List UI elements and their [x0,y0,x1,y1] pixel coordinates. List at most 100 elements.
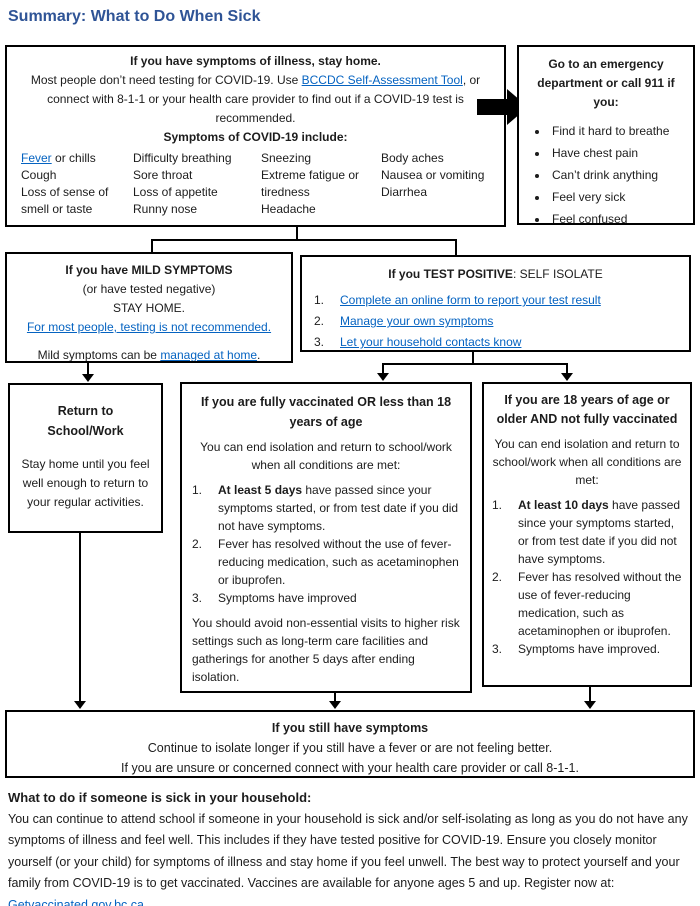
emergency-bullet-list: Find it hard to breathe Have chest pain … [527,122,685,223]
still-symptoms-box: If you still have symptoms Continue to i… [5,710,695,778]
symptoms-list-heading: Symptoms of COVID-19 include: [163,130,348,144]
connector-line [151,239,153,252]
list-item: 2. Fever has resolved without the use of… [492,570,682,638]
symptom-item: Difficulty breathing [133,151,232,165]
report-test-result-link[interactable]: Complete an online form to report your t… [340,293,601,307]
symptom-item: Cough [21,168,57,182]
connector-line [382,363,568,365]
not-fully-vaccinated-box: If you are 18 years of age or older AND … [482,382,692,687]
symptom-item: Extreme fatigue or tiredness [261,168,360,199]
flow-arrow-down-icon [329,701,341,709]
list-item: 3. Let your household contacts know [314,332,677,350]
list-number: 1. [492,498,503,512]
connector-line [296,227,298,241]
list-item: 2. Fever has resolved without the use of… [192,537,459,587]
test-positive-box: If you TEST POSITIVE: SELF ISOLATE 1. Co… [300,255,691,352]
symptoms-box-heading: If you have symptoms of illness, stay ho… [130,54,381,68]
flow-arrow-down-icon [82,374,94,382]
symptoms-columns: Fever or chills Cough Loss of sense of s… [19,150,492,218]
connector-line [382,363,384,374]
symptom-item: Loss of appetite [133,185,218,199]
getvaccinated-line: Getvaccinated.gov.bc.ca [8,895,694,906]
emergency-box-heading: Go to an emergency department or call 91… [537,57,675,109]
symptoms-col-1: Fever or chills Cough Loss of sense of s… [21,150,133,218]
manage-symptoms-link[interactable]: Manage your own symptoms [340,314,494,328]
emergency-bullet: Can’t drink anything [549,166,685,184]
test-positive-heading: If you TEST POSITIVE: SELF ISOLATE [388,267,603,281]
flow-arrow-down-icon [74,701,86,709]
symptoms-col-4: Body aches Nausea or vomiting Diarrhea [381,150,492,218]
list-item: 1. At least 10 days have passed since yo… [492,498,681,566]
household-heading: What to do if someone is sick in your ho… [8,790,312,805]
mild-box-line: (or have tested negative) [82,282,216,296]
symptoms-box: If you have symptoms of illness, stay ho… [5,45,506,227]
mild-box-line: Mild symptoms can be managed at home. [37,348,261,362]
still-symptoms-line: Continue to isolate longer if you still … [147,741,553,755]
mild-symptoms-box: If you have MILD SYMPTOMS (or have teste… [5,252,293,363]
flow-arrow-down-icon [584,701,596,709]
symptoms-col-3: Sneezing Extreme fatigue or tiredness He… [261,150,381,218]
connector-line [566,363,568,374]
still-symptoms-heading: If you still have symptoms [271,721,429,735]
list-item: 1. Complete an online form to report you… [314,290,677,311]
symptom-item: Nausea or vomiting [381,168,485,182]
mild-box-heading: If you have MILD SYMPTOMS [65,263,233,277]
list-item: 3. Symptoms have improved [192,591,357,605]
getvaccinated-link[interactable]: Getvaccinated.gov.bc.ca [8,897,144,906]
list-item: 1. At least 5 days have passed since you… [192,483,459,533]
page-title: Summary: What to Do When Sick [8,8,261,25]
fully-vaccinated-heading: If you are fully vaccinated OR less than… [200,395,452,429]
household-contacts-link[interactable]: Let your household contacts know [340,335,522,349]
emergency-bullet: Find it hard to breathe [549,122,685,140]
testing-not-recommended-line: For most people, testing is not recommen… [15,318,283,337]
connector-line [334,693,336,702]
household-body: You can continue to attend school if som… [8,811,688,891]
fully-vaccinated-intro: You can end isolation and return to scho… [200,440,452,472]
return-box-body: Stay home until you feel well enough to … [21,457,150,509]
symptom-item: Runny nose [133,202,198,216]
symptom-item: Loss of sense of smell or taste [21,185,109,216]
bccdc-self-assessment-link[interactable]: BCCDC Self-Assessment Tool [301,73,463,87]
list-number: 1. [314,293,325,307]
list-number: 3. [492,642,503,656]
return-box: Return to School/Work Stay home until yo… [8,383,163,533]
emergency-bullet: Have chest pain [549,144,685,162]
list-number: 2. [192,537,203,551]
list-item: 2. Manage your own symptoms [314,311,677,332]
flow-arrow-right-icon [477,89,528,125]
symptom-item: Diarrhea [381,185,428,199]
emergency-bullet: Feel very sick [549,188,685,206]
return-box-heading: Return to School/Work [47,404,124,438]
connector-line [151,239,457,241]
connector-line [87,363,89,375]
list-item: 3. Symptoms have improved. [492,642,661,656]
symptom-item: Fever or chills [21,151,96,165]
not-fully-vaccinated-intro: You can end isolation and return to scho… [492,437,682,487]
fully-vaccinated-outro: You should avoid non-essential visits to… [192,616,460,684]
fully-vaccinated-box: If you are fully vaccinated OR less than… [180,382,472,693]
mild-box-line: STAY HOME. [112,301,185,315]
symptom-item: Body aches [381,151,444,165]
symptoms-box-intro: Most people don’t need testing for COVID… [30,73,481,125]
household-section: What to do if someone is sick in your ho… [8,787,694,906]
connector-line [79,533,81,702]
managed-at-home-link[interactable]: managed at home [160,348,258,362]
symptom-item: Sneezing [261,151,312,165]
flow-arrow-down-icon [377,373,389,381]
list-number: 2. [314,314,325,328]
symptom-item: Sore throat [133,168,193,182]
symptoms-col-2: Difficulty breathing Sore throat Loss of… [133,150,261,218]
still-symptoms-line: If you are unsure or concerned connect w… [121,761,579,775]
emergency-bullet: Feel confused [549,210,685,223]
list-number: 3. [192,591,203,605]
list-number: 2. [492,570,503,584]
list-number: 3. [314,335,325,349]
fever-link[interactable]: Fever [21,151,52,165]
connector-line [589,687,591,702]
not-fully-vaccinated-heading: If you are 18 years of age or older AND … [496,393,678,426]
list-number: 1. [192,483,203,497]
testing-not-recommended-link[interactable]: For most people, testing is not recommen… [26,320,272,334]
connector-line [455,239,457,255]
symptom-item: Headache [261,202,316,216]
